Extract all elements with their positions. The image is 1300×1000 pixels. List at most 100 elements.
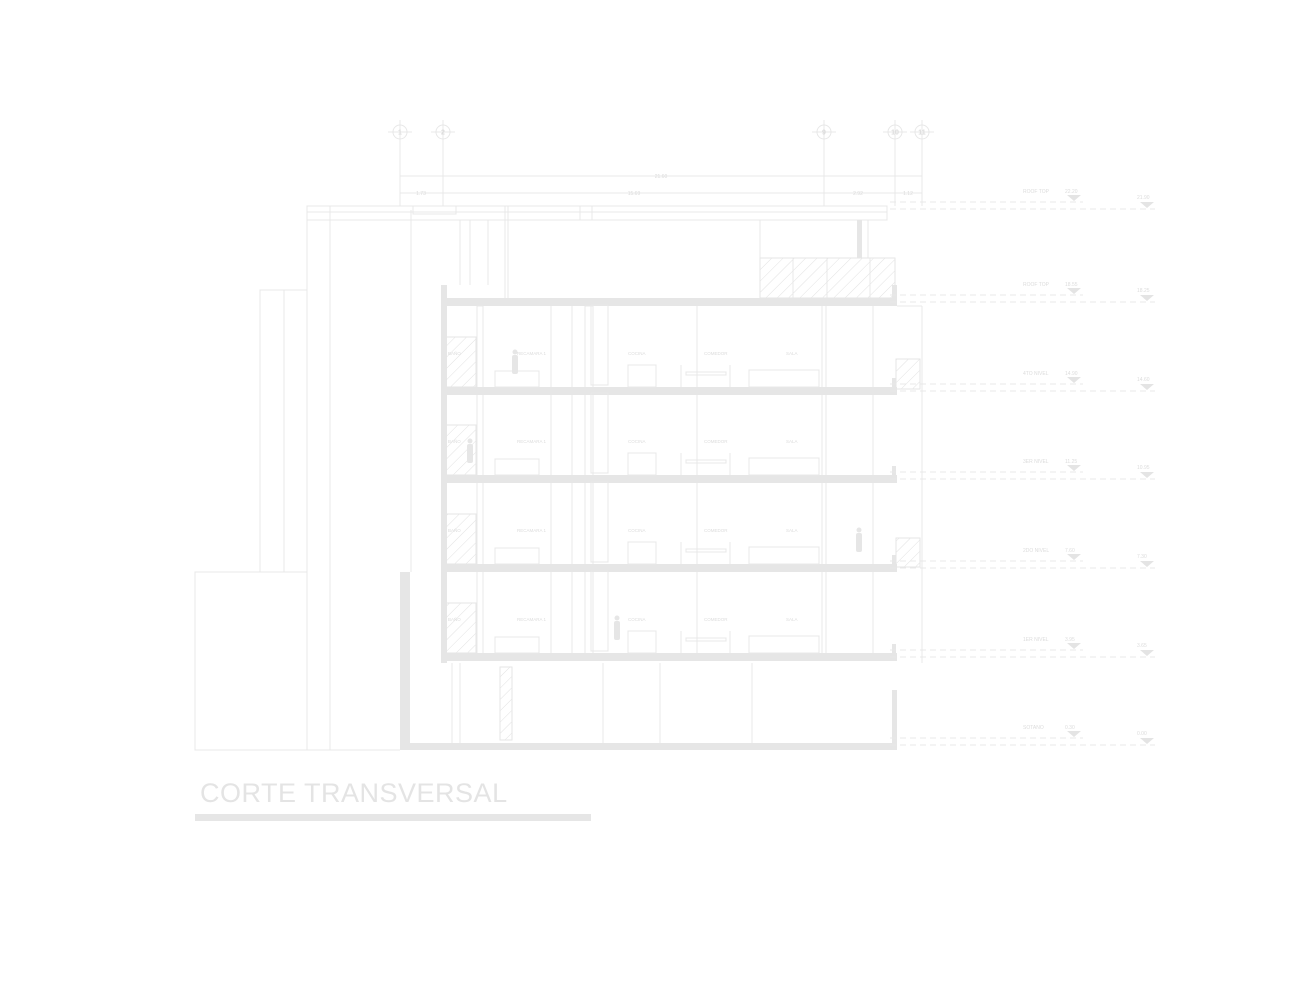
- room-label: BAÑO: [448, 438, 461, 444]
- room-label: COCINA: [628, 351, 646, 356]
- kitchen-counter-icon: [627, 364, 657, 388]
- bathroom-wall-tile: [445, 513, 477, 565]
- floor-level: [441, 570, 897, 661]
- title-underline: [195, 814, 591, 821]
- sofa-icon: [748, 369, 820, 388]
- level-elevation: 7.60: [1065, 548, 1075, 554]
- room-label: COCINA: [628, 439, 646, 444]
- axis-marker: 11: [910, 120, 934, 206]
- floor-slab: [441, 387, 897, 395]
- level-finish: 0.00: [1137, 731, 1147, 737]
- person-silhouette: [614, 615, 620, 640]
- axis-marker: 9: [812, 120, 836, 206]
- dimension-segment: 1.73: [416, 191, 426, 197]
- neighbour-buildings: [194, 205, 412, 751]
- floor-slab: [441, 564, 897, 572]
- level-elevation: 22.20: [1065, 189, 1078, 195]
- structure: [400, 285, 923, 750]
- level-name: ROOF TOP: [1023, 189, 1050, 195]
- axis-label: 10: [891, 130, 899, 137]
- person-silhouette: [856, 527, 862, 552]
- room-label: COMEDOR: [704, 439, 728, 444]
- level-marker: ROOF TOP 22.20 21.90: [890, 189, 1155, 210]
- dining-table-icon: [680, 365, 731, 387]
- axis-label: 9: [822, 130, 826, 137]
- room-label: COCINA: [628, 528, 646, 533]
- sofa-icon: [748, 457, 820, 476]
- room-label: BAÑO: [448, 527, 461, 533]
- room-label: SALA: [786, 528, 798, 533]
- bed-icon: [494, 458, 540, 476]
- floor-slab: [441, 475, 897, 483]
- dimension-segment: 15.69: [628, 191, 641, 197]
- dimension-segment: 2.92: [853, 191, 863, 197]
- level-name: ROOF TOP: [1023, 282, 1050, 288]
- room-label: COMEDOR: [704, 528, 728, 533]
- cabinet: [590, 481, 609, 563]
- person-silhouette: [467, 438, 473, 463]
- axis-marker: 1: [388, 120, 412, 206]
- level-elevation: 3.95: [1065, 637, 1075, 643]
- room-label: COMEDOR: [704, 617, 728, 622]
- room-label: RECAMARA 1: [517, 439, 547, 444]
- floor-level: [441, 304, 897, 395]
- room-label: BAÑO: [448, 350, 461, 356]
- axis-label: 11: [918, 130, 926, 137]
- room-label: RECAMARA 1: [517, 617, 547, 622]
- level-name: 1ER NIVEL: [1023, 637, 1049, 643]
- drawing-title: CORTE TRANSVERSAL: [200, 778, 508, 808]
- room-label: COMEDOR: [704, 351, 728, 356]
- level-finish: 21.90: [1137, 195, 1150, 201]
- dining-table-icon: [680, 631, 731, 653]
- axis-marker: 2: [431, 120, 455, 206]
- level-elevation: 0.30: [1065, 725, 1075, 731]
- level-finish: 3.65: [1137, 643, 1147, 649]
- room-label: COCINA: [628, 617, 646, 622]
- dimension-segment: 1.12: [903, 191, 913, 197]
- room-label: SALA: [786, 439, 798, 444]
- room-label: RECAMARA 1: [517, 528, 547, 533]
- axis-label: 2: [441, 130, 445, 137]
- level-name: 2DO NIVEL: [1023, 548, 1049, 554]
- cabinet: [590, 392, 609, 474]
- sofa-icon: [748, 546, 820, 565]
- room-labels: BAÑO RECAMARA 1 COCINA COMEDOR SALA BAÑO RECAM…: [448, 350, 798, 622]
- level-marker: 1ER NIVEL 3.95 3.65: [890, 637, 1155, 658]
- level-name: 3ER NIVEL: [1023, 459, 1049, 465]
- roof-parapet: [306, 205, 896, 300]
- dimension-lines: 21.60 1.73 15.69 2.92 1.12: [400, 174, 922, 197]
- cabinet: [590, 304, 609, 386]
- overall-dimension: 21.60: [655, 174, 668, 180]
- level-elevation: 18.55: [1065, 282, 1078, 288]
- room-label: SALA: [786, 351, 798, 356]
- bathroom-wall-tile: [445, 336, 477, 388]
- room-label: RECAMARA 1: [517, 351, 547, 356]
- cabinet: [590, 570, 609, 652]
- level-name: 4TO NIVEL: [1023, 371, 1049, 377]
- floors: [441, 304, 921, 661]
- bathroom-wall-tile: [445, 602, 477, 654]
- dining-table-icon: [680, 453, 731, 475]
- floor-slab: [441, 653, 897, 661]
- bed-icon: [494, 636, 540, 654]
- dining-table-icon: [680, 542, 731, 564]
- axis-label: 1: [398, 130, 402, 137]
- level-marker: 3ER NIVEL 11.25 10.95: [890, 459, 1155, 480]
- room-label: SALA: [786, 617, 798, 622]
- level-finish: 14.60: [1137, 377, 1150, 383]
- axis-marker: 10: [883, 120, 907, 206]
- bed-icon: [494, 547, 540, 565]
- people: [467, 349, 862, 640]
- kitchen-counter-icon: [627, 630, 657, 654]
- level-elevation: 11.25: [1065, 459, 1077, 465]
- level-finish: 18.25: [1137, 288, 1150, 294]
- sofa-icon: [748, 635, 820, 654]
- floor-level: [441, 481, 897, 572]
- floor-level: [441, 392, 897, 483]
- level-finish: 10.95: [1137, 465, 1150, 471]
